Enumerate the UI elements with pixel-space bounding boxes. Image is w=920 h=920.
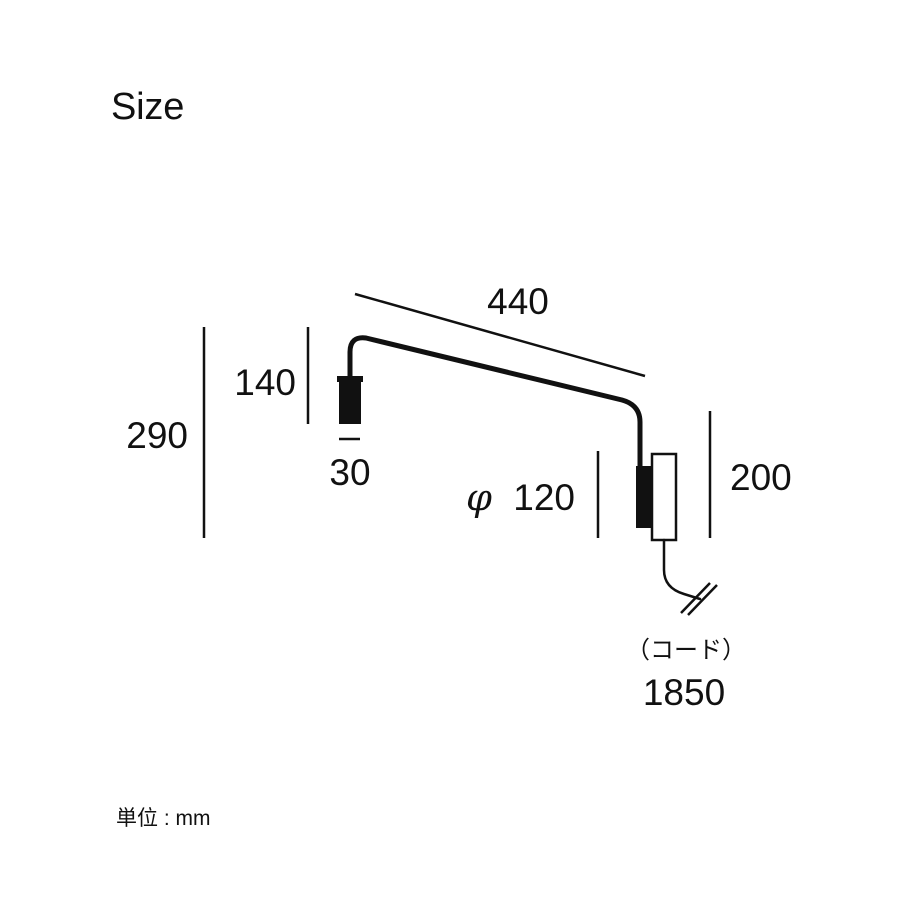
- base-diameter-label: 120: [513, 477, 575, 518]
- lamp-arm: [347, 335, 643, 469]
- wall-base-plate: [636, 466, 652, 528]
- power-cord: [662, 538, 702, 601]
- base-diameter-symbol: φ: [466, 476, 492, 519]
- lamp-head-band: [337, 376, 363, 382]
- cord-break-mark-2: [687, 584, 718, 616]
- wall-base: [650, 452, 678, 542]
- arm-length-dimension-line: [354, 292, 646, 378]
- cord-label: （コード）: [626, 636, 746, 664]
- head-drop-label: 140: [234, 362, 296, 403]
- base-height-label: 200: [730, 457, 792, 498]
- head-width-label: 30: [329, 452, 370, 493]
- cord-length-label: 1850: [643, 672, 725, 713]
- unit-note: 単位 : mm: [116, 807, 211, 830]
- page-title: Size: [111, 86, 185, 128]
- lamp-head: [339, 378, 361, 424]
- arm-length-label: 440: [487, 281, 549, 322]
- cord-break-mark-1: [680, 582, 711, 614]
- total-height-label: 290: [126, 415, 188, 456]
